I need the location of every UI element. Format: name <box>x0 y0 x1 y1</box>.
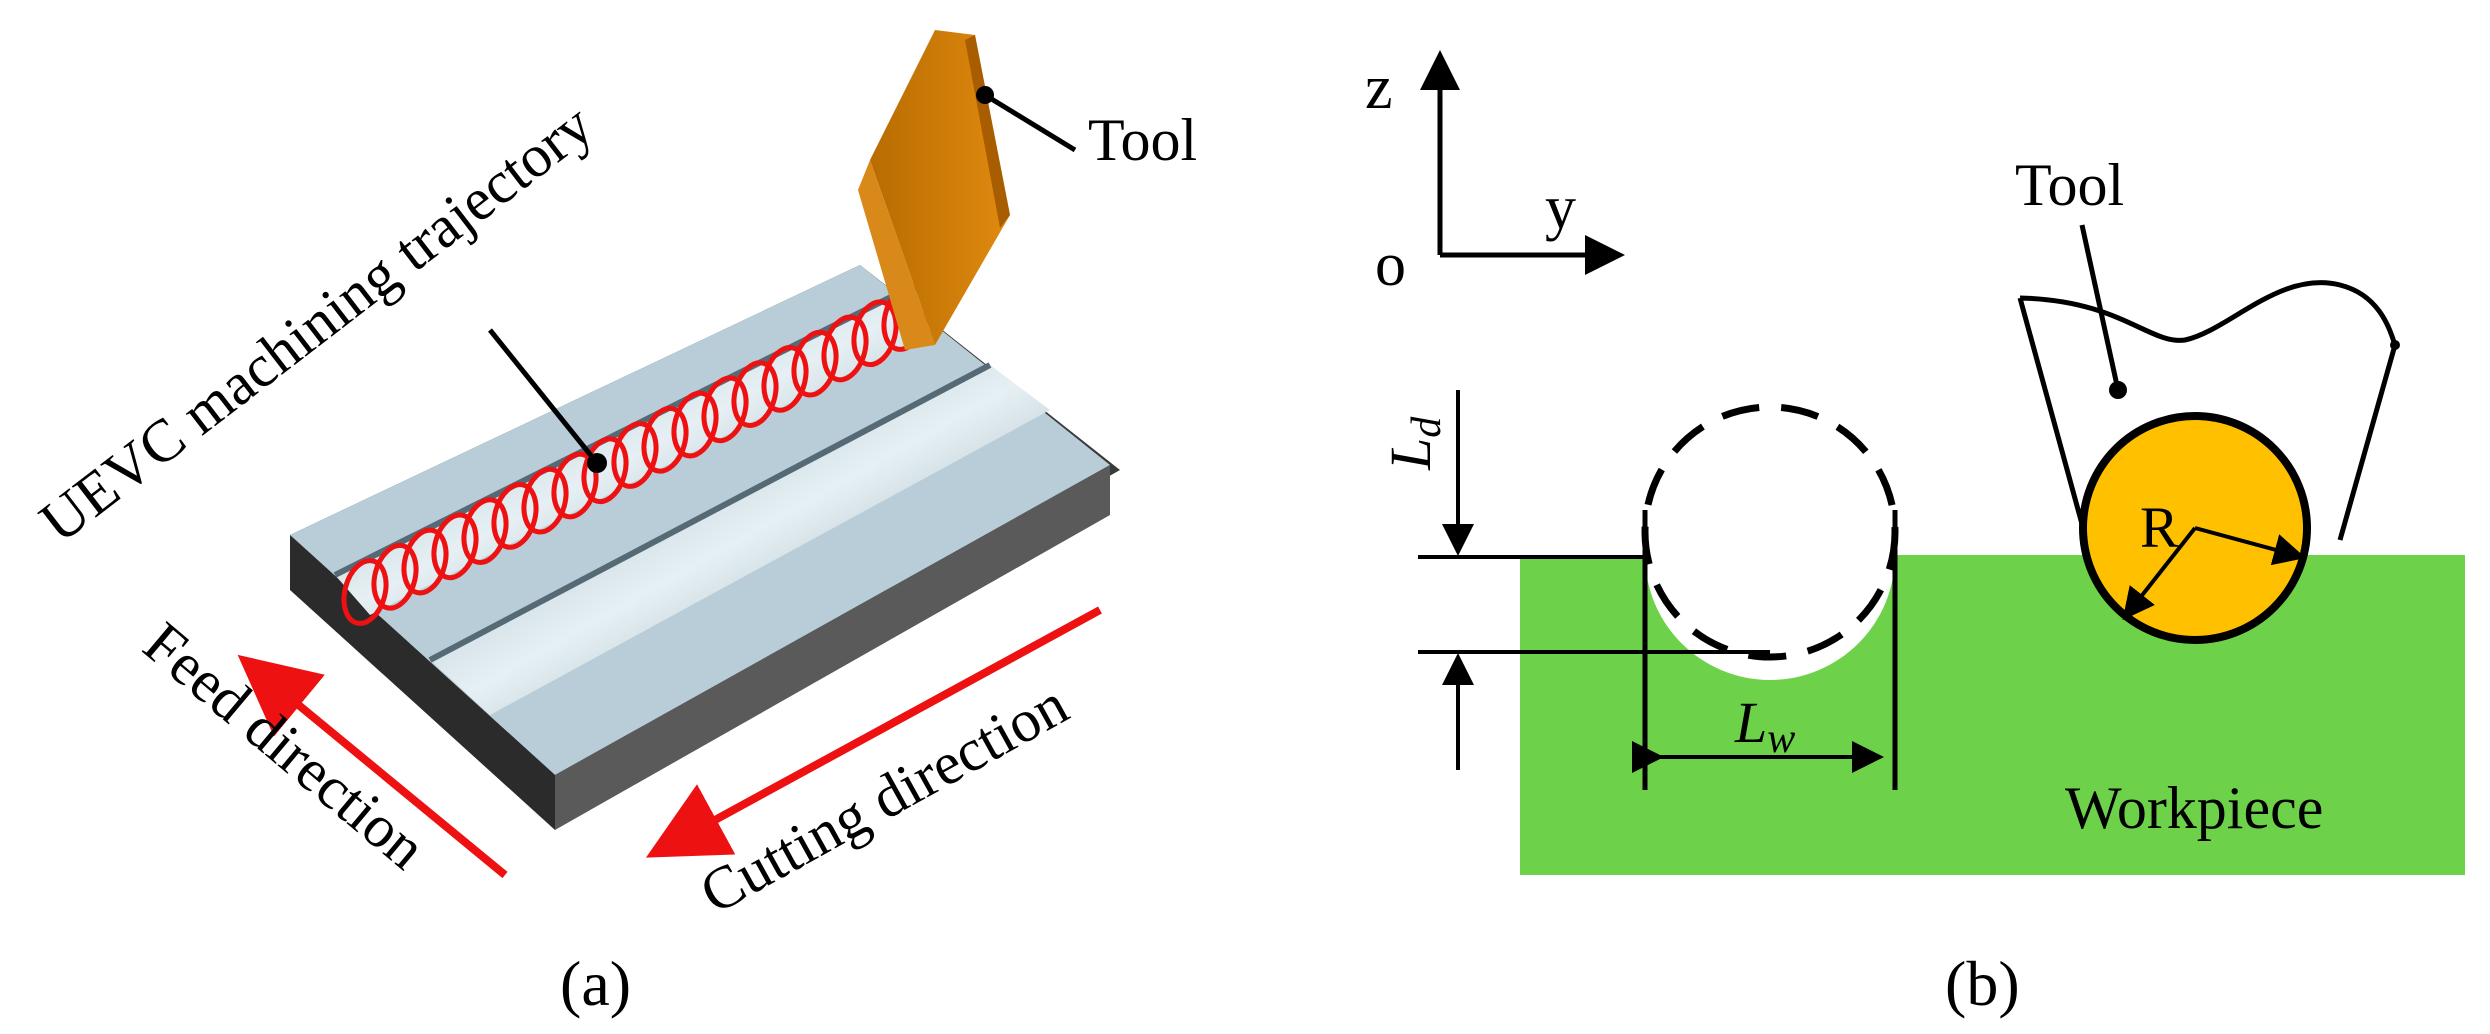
trajectory-loop <box>761 345 809 413</box>
tool-label-a: Tool <box>1088 107 1197 173</box>
panel-a: Tool UEVC machining trajectory Feed dire… <box>28 30 1197 1019</box>
feed-direction-arrow <box>237 654 508 879</box>
grooved-workpiece-block <box>290 265 1120 830</box>
trajectory-loop <box>401 527 449 596</box>
tool-profile <box>2017 280 2398 541</box>
tool-leader-dot-b <box>2109 381 2127 399</box>
trajectory-loop <box>671 390 719 459</box>
panel-b-label: (b) <box>1945 948 2020 1019</box>
radius-label: R <box>2140 495 2179 560</box>
trajectory-loop <box>791 329 839 398</box>
trajectory-loop <box>491 482 539 550</box>
trajectory-loop <box>611 421 659 489</box>
panel-b: z y o Lw Ld R <box>1365 50 2465 1019</box>
machined-groove <box>1645 555 1895 680</box>
cutting-tool-3d <box>858 30 1010 350</box>
trajectory-loop <box>341 558 389 626</box>
lw-label: Lw <box>1734 690 1795 762</box>
trajectory-loop <box>821 314 869 383</box>
trajectory-loop <box>521 466 569 535</box>
trajectory-loop <box>371 542 419 611</box>
trajectory-loop <box>851 299 899 368</box>
tool-label-b: Tool <box>2015 152 2124 218</box>
trajectory-loop <box>581 436 629 505</box>
trajectory-loop <box>551 451 599 520</box>
trajectory-leader-dot <box>587 453 607 473</box>
trajectory-leader <box>488 328 599 465</box>
tool-leader-b <box>2079 224 2121 391</box>
tool-end-dot <box>2390 340 2400 350</box>
cutting-direction-arrow <box>645 606 1102 858</box>
trajectory-loop <box>731 360 779 428</box>
tool-leader-a <box>983 92 1077 153</box>
coordinate-axes: z y o <box>1365 50 1625 299</box>
uevc-trajectory-loops <box>341 284 929 626</box>
trajectory-loop <box>461 497 509 565</box>
axis-z-label: z <box>1365 54 1393 122</box>
panel-a-label: (a) <box>560 948 631 1019</box>
trajectory-loop <box>431 512 479 581</box>
trajectory-loop <box>701 375 749 444</box>
radius-arrow-left <box>2122 526 2197 621</box>
axis-y-label: y <box>1545 174 1576 242</box>
axis-o-label: o <box>1375 231 1406 299</box>
workpiece-label: Workpiece <box>2065 775 2323 841</box>
ld-label: Ld <box>1378 416 1450 471</box>
tool-leader-dot-a <box>976 86 994 104</box>
trajectory-loop <box>641 405 689 474</box>
radius-arrow-right <box>2194 526 2306 566</box>
